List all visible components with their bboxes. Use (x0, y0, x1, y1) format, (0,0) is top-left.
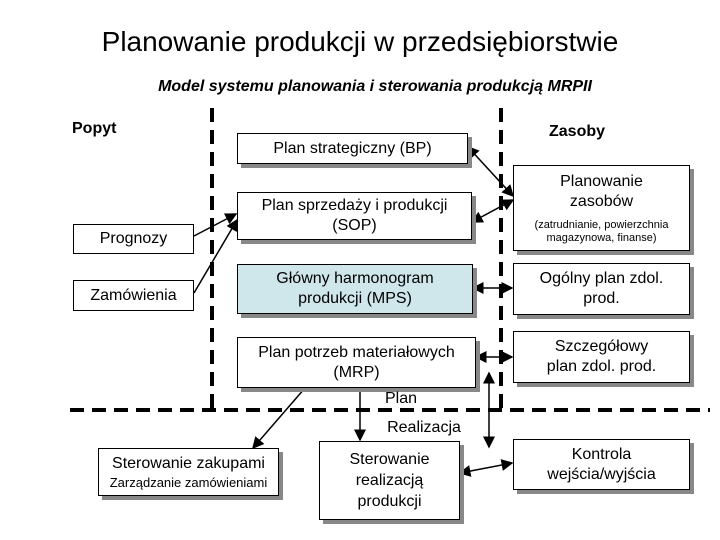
bp-box: Plan strategiczny (BP) (237, 133, 468, 164)
planowanie-zasobow-box: Planowanie zasobów (zatrudnianie, powier… (513, 165, 690, 251)
zasoby-header: Zasoby (549, 123, 606, 140)
sterowanie-zakupami-box: Sterowanie zakupami Zarządzanie zamówien… (98, 448, 279, 496)
realizacja-box-line1: Sterowanie (349, 451, 430, 468)
zasoby-note-line1: (zatrudnianie, powierzchnia (534, 218, 669, 231)
szczeg-label-line2: plan zdol. prod. (546, 358, 657, 375)
kontrola-label-line2: wejścia/wyjścia (547, 465, 656, 483)
zasoby-label-line2: zasobów (569, 192, 634, 210)
ogolny-plan-box: Ogólny plan zdol. prod. (513, 263, 690, 315)
sop-box: Plan sprzedaży i produkcji (SOP) (237, 192, 472, 240)
sterowanie-realizacja-box: Sterowanie realizacją produkcji (319, 441, 460, 520)
kontrola-box: Kontrola wejścia/wyjścia (513, 439, 690, 490)
realizacja-box-line2: realizacją (355, 472, 424, 489)
mrp-label-line2: (MRP) (333, 363, 380, 381)
mrp-box: Plan potrzeb materiałowych (MRP) (237, 337, 476, 388)
mrp-label-line1: Plan potrzeb materiałowych (258, 343, 455, 361)
mps-box: Główny harmonogram produkcji (MPS) (237, 264, 473, 314)
arrow-zamowienia-sop (193, 218, 238, 294)
szczeg-label-line1: Szczegółowy (554, 338, 649, 355)
realizacja-label: Realizacja (387, 419, 461, 436)
bp-label: Plan strategiczny (BP) (273, 139, 432, 157)
kontrola-label-line1: Kontrola (571, 445, 632, 463)
zakupy-label-line2: Zarządzanie zamówieniami (109, 474, 268, 490)
plan-label: Plan (384, 390, 418, 407)
arrow-bp-zasoby (466, 145, 515, 198)
arrow-sop-zasoby (470, 199, 515, 223)
sop-label-line1: Plan sprzedaży i produkcji (261, 197, 448, 214)
page-title: Planowanie produkcji w przedsiębiorstwie (101, 26, 619, 57)
sop-label-line2: (SOP) (332, 217, 377, 234)
arrow-prognozy-sop (193, 213, 238, 237)
prognozy-box: Prognozy (73, 224, 194, 254)
szczegolowy-plan-box: Szczegółowy plan zdol. prod. (513, 331, 690, 383)
arrow-mrp-zakupy (252, 387, 306, 450)
mps-label-line2: produkcji (MPS) (298, 290, 412, 307)
arrow-realizacja-kontrola (458, 459, 514, 477)
popyt-header: Popyt (72, 120, 117, 137)
zasoby-note-line2: magazynowa, finanse) (546, 231, 657, 244)
diagram-subtitle: Model systemu planowania i sterowania pr… (158, 78, 592, 95)
prognozy-label: Prognozy (99, 230, 168, 247)
zamowienia-label: Zamówienia (90, 286, 177, 304)
zamowienia-box: Zamówienia (73, 280, 194, 311)
zasoby-label-line1: Planowanie (560, 172, 643, 190)
ogolny-label-line2: prod. (583, 290, 620, 307)
realizacja-box-line3: produkcji (357, 493, 422, 510)
mps-label-line1: Główny harmonogram (276, 270, 434, 287)
zakupy-label-line1: Sterowanie zakupami (112, 454, 265, 472)
ogolny-label-line1: Ogólny plan zdol. (539, 270, 664, 287)
